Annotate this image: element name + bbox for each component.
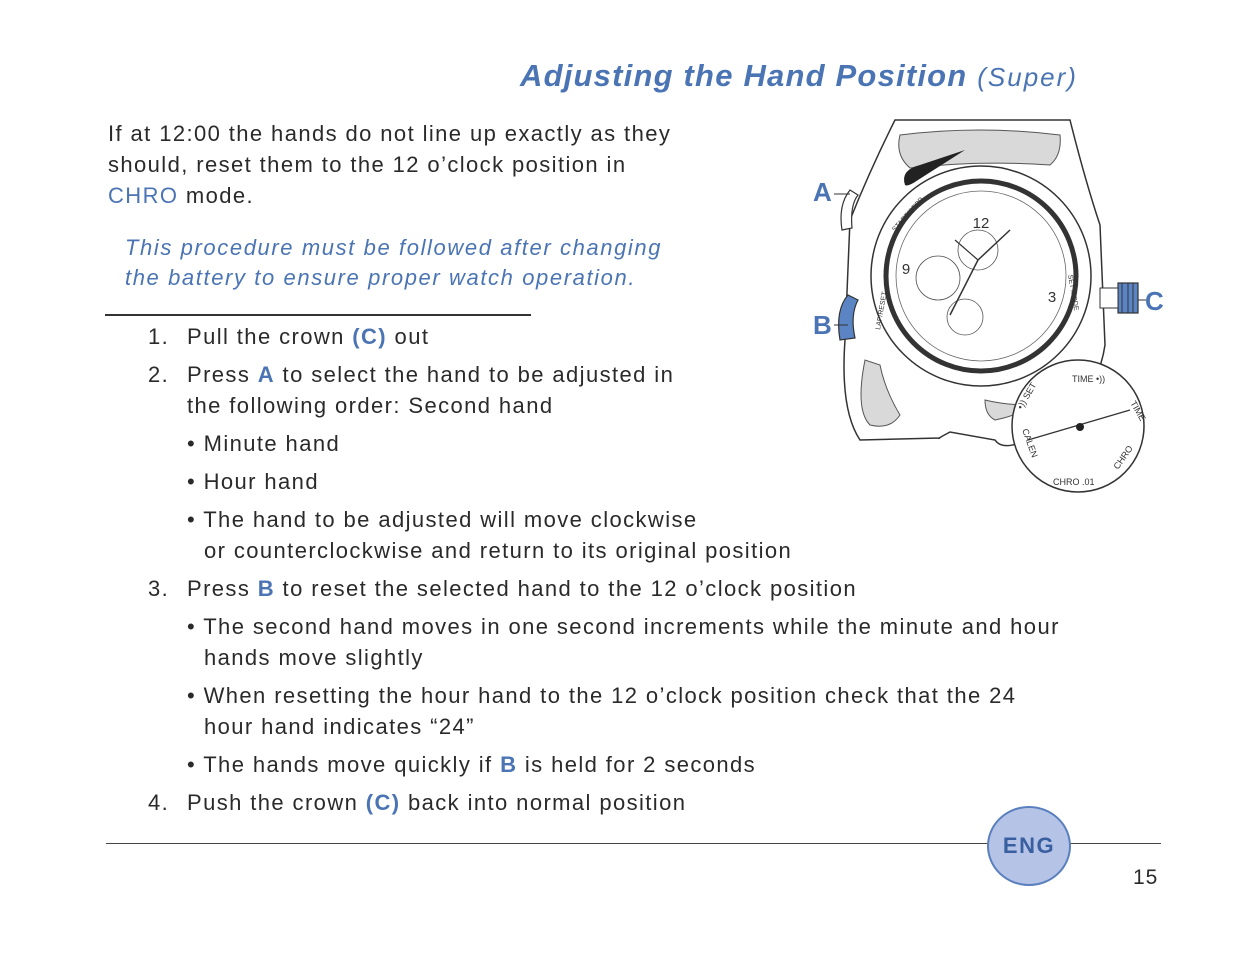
pusher-a xyxy=(840,189,859,231)
step-2-number: 2. xyxy=(148,362,170,387)
step-4-number: 4. xyxy=(148,790,170,815)
step-3-bullet-2-line-1: • When resetting the hour hand to the 12… xyxy=(187,683,1017,708)
step-1-pre: Pull the crown xyxy=(187,324,353,349)
step-4-key: (C) xyxy=(365,790,401,815)
callout-a: A xyxy=(813,177,832,207)
subdial-bottom xyxy=(946,298,984,336)
dial-9: 9 xyxy=(902,261,910,278)
step-3-text: Press B to reset the selected hand to th… xyxy=(187,573,857,604)
page-title: Adjusting the Hand Position (Super) xyxy=(520,58,1078,94)
step-2-pre: Press xyxy=(187,362,258,387)
section-divider xyxy=(105,314,531,316)
dial-12: 12 xyxy=(973,215,990,232)
step-4-post: back into normal position xyxy=(400,790,687,815)
intro-line-3: CHRO mode. xyxy=(108,180,671,211)
step-3-number: 3. xyxy=(148,576,170,601)
dial-face xyxy=(895,190,1067,362)
step-2-line-2: the following order: Second hand xyxy=(187,393,554,418)
crown-stem xyxy=(1099,287,1119,309)
watch-case-grey-top xyxy=(898,129,1061,169)
step-4-pre: Push the crown xyxy=(187,790,366,815)
step-2-text: Press A to select the hand to be adjuste… xyxy=(187,359,674,421)
step-2-key: A xyxy=(257,362,276,387)
hand-long xyxy=(977,229,1011,261)
language-badge: ENG xyxy=(987,806,1071,886)
note-line-2: the battery to ensure proper watch opera… xyxy=(125,265,637,290)
chro-mode-label: CHRO xyxy=(108,183,179,208)
step-1-number: 1. xyxy=(148,324,170,349)
subdial-left xyxy=(915,255,961,301)
step-1-post: out xyxy=(387,324,430,349)
step-3-bullet-1: • The second hand moves in one second in… xyxy=(187,611,1060,673)
callout-c: C xyxy=(1145,286,1164,316)
step-2-bullet-2: • Hour hand xyxy=(187,469,319,494)
watch-case-grey-lower-left xyxy=(860,359,901,427)
page-number: 15 xyxy=(1133,866,1159,889)
note-line-1: This procedure must be followed after ch… xyxy=(125,235,663,260)
step-3-bullet-3-pre: • The hands move quickly if xyxy=(187,752,501,777)
battery-note: This procedure must be followed after ch… xyxy=(125,233,662,293)
step-3-bullet-2-line-2: hour hand indicates “24” xyxy=(204,714,475,739)
step-3-bullet-3: • The hands move quickly if B is held fo… xyxy=(187,749,756,780)
step-2-bullet-3-line-2: or counterclockwise and return to its or… xyxy=(204,538,793,563)
step-3-bullet-3-key: B xyxy=(500,752,518,777)
step-3-bullet-1-line-1: • The second hand moves in one second in… xyxy=(187,614,1060,639)
watch-figure: 12 3 9 START/STOP LAP/RESET SET MODE TIM… xyxy=(834,119,1148,493)
step-3-key: B xyxy=(257,576,276,601)
function-dial-pivot xyxy=(1076,423,1084,431)
step-3-bullet-2: • When resetting the hour hand to the 12… xyxy=(187,680,1016,742)
step-2-bullet-3: • The hand to be adjusted will move cloc… xyxy=(187,507,698,532)
footer-rule xyxy=(106,843,1161,844)
step-4-text: Push the crown (C) back into normal posi… xyxy=(187,787,686,818)
intro-paragraph: If at 12:00 the hands do not line up exa… xyxy=(108,118,671,211)
function-chro01: CHRO .01 xyxy=(1053,477,1095,487)
swoosh-logo xyxy=(904,150,965,186)
hand-minute xyxy=(949,259,979,316)
dial-ring xyxy=(883,178,1079,374)
intro-line-2: should, reset them to the 12 o’clock pos… xyxy=(108,152,627,177)
hand-short xyxy=(954,239,979,261)
step-2-post: to select the hand to be adjusted in xyxy=(275,362,675,387)
step-3-bullet-3-post: is held for 2 seconds xyxy=(517,752,757,777)
function-time-top: TIME •)) xyxy=(1072,374,1105,384)
intro-line-3-rest: mode. xyxy=(178,183,255,208)
dial-3: 3 xyxy=(1048,289,1056,306)
intro-line-1: If at 12:00 the hands do not line up exa… xyxy=(108,121,672,146)
step-2-bullet-1: • Minute hand xyxy=(187,431,341,456)
step-3-bullet-1-line-2: hands move slightly xyxy=(204,645,424,670)
title-main: Adjusting the Hand Position xyxy=(520,58,968,93)
step-1-key: (C) xyxy=(352,324,388,349)
subdial-top xyxy=(957,229,999,271)
step-3-post: to reset the selected hand to the 12 o’c… xyxy=(275,576,857,601)
pusher-b xyxy=(838,294,859,341)
callout-b: B xyxy=(813,310,832,340)
title-sub: (Super) xyxy=(977,62,1078,92)
step-1-text: Pull the crown (C) out xyxy=(187,321,429,352)
step-3-pre: Press xyxy=(187,576,258,601)
